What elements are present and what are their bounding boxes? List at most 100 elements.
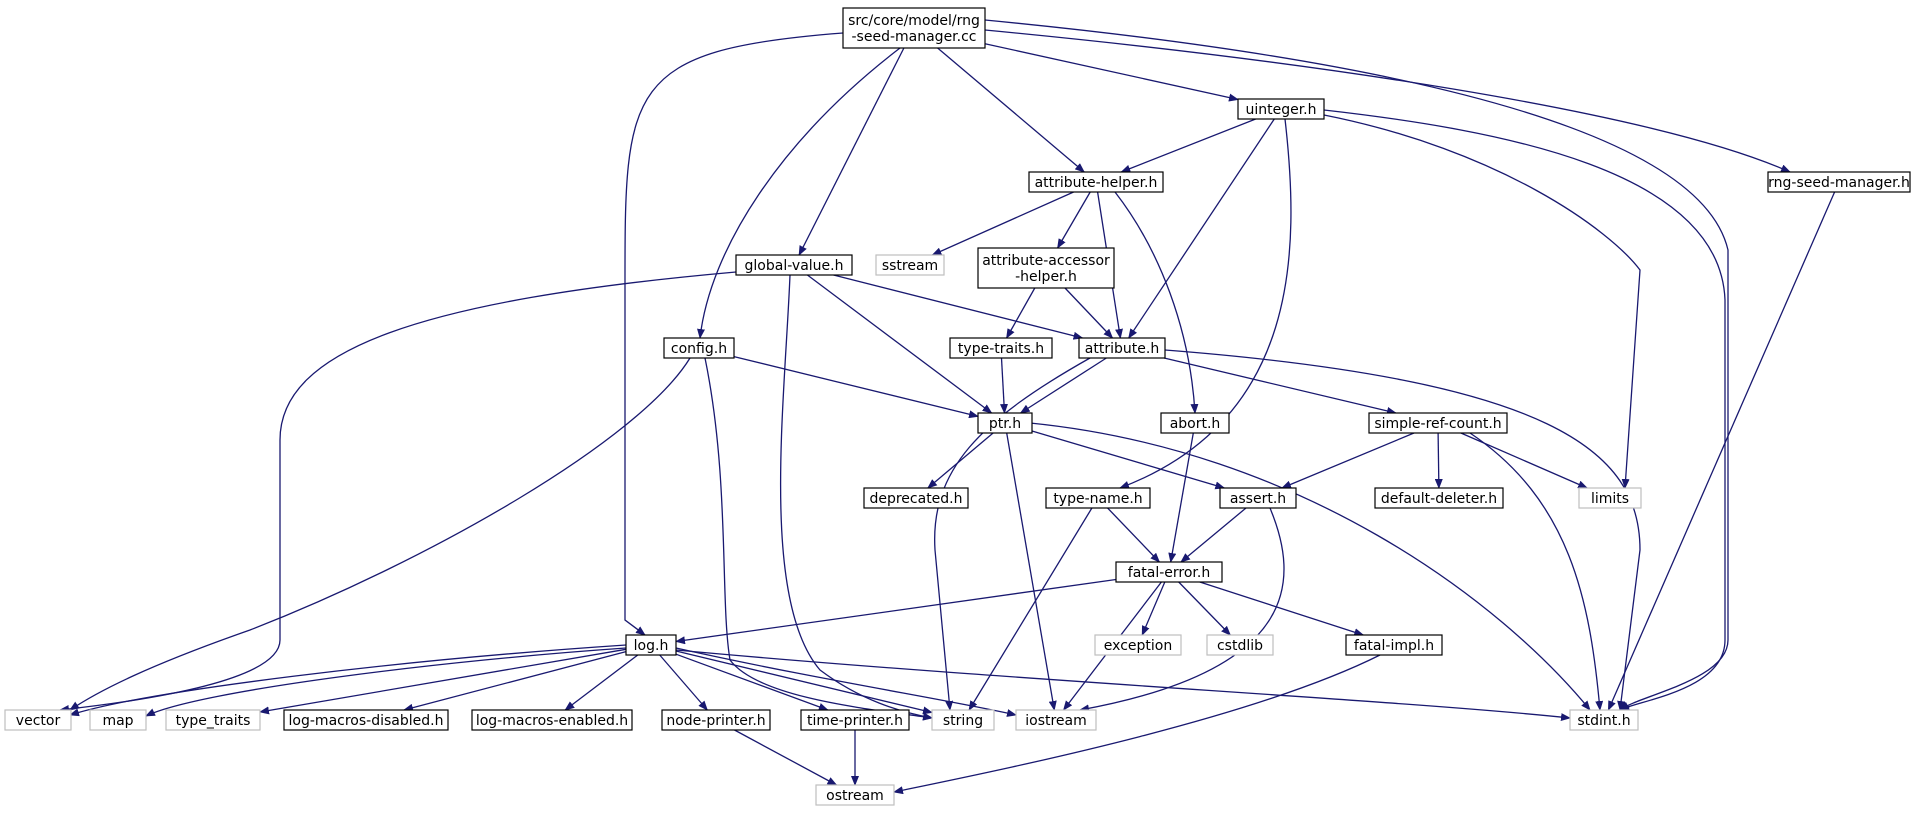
node-rng-seed-manager[interactable]: rng-seed-manager.h	[1767, 171, 1911, 193]
node-log-macros-disabled[interactable]: log-macros-disabled.h	[283, 709, 449, 731]
edge-log-to-log-macros-disabled	[403, 650, 627, 712]
node-box	[1015, 709, 1097, 731]
node-time-printer[interactable]: time-printer.h	[800, 709, 910, 731]
node-global-value[interactable]: global-value.h	[735, 254, 853, 276]
node-box	[4, 709, 72, 731]
edge-type-name-to-string	[968, 507, 1093, 711]
node-label: attribute-accessor	[982, 253, 1110, 269]
node-label: vector	[16, 713, 61, 729]
node-label: stdint.h	[1577, 713, 1630, 729]
node-map: map	[89, 709, 147, 731]
node-box	[977, 412, 1033, 434]
node-log[interactable]: log.h	[625, 634, 677, 656]
node-label: type_traits	[176, 713, 251, 729]
node-box	[800, 709, 910, 731]
node-log-macros-enabled[interactable]: log-macros-enabled.h	[471, 709, 633, 731]
edge-node-printer-to-ostream	[734, 729, 838, 786]
node-box	[1078, 337, 1166, 359]
edge-assert-to-iostream	[1079, 507, 1285, 713]
node-label: limits	[1591, 491, 1629, 507]
nodes-layer: src/core/model/rng-seed-manager.cc uinteg…	[4, 7, 1911, 806]
node-label: assert.h	[1230, 491, 1286, 507]
edge-type-name-to-fatal-error	[1107, 507, 1161, 563]
edge-log-to-time-printer	[675, 653, 829, 711]
node-node-printer[interactable]: node-printer.h	[661, 709, 771, 731]
node-label: ostream	[826, 788, 884, 804]
node-label: log-macros-enabled.h	[476, 713, 628, 729]
edge-root-to-config	[697, 47, 901, 339]
edge-assert-to-fatal-error	[1180, 507, 1247, 563]
node-box	[471, 709, 633, 731]
edge-fatal-error-to-cstdlib	[1178, 581, 1231, 636]
node-box	[1115, 561, 1223, 583]
edge-root-to-global-value	[798, 47, 905, 256]
node-deprecated[interactable]: deprecated.h	[863, 487, 969, 509]
node-label: cstdlib	[1217, 638, 1263, 654]
node-label: src/core/model/rng	[848, 13, 980, 29]
node-box	[1569, 709, 1639, 731]
node-label: log.h	[634, 638, 669, 654]
edge-log-to-string	[675, 650, 933, 715]
node-attribute-accessor-helper[interactable]: attribute-accessor-helper.h	[977, 247, 1115, 289]
edge-ptr-to-stdint	[1029, 422, 1591, 711]
edge-root-to-stdint	[984, 19, 1729, 711]
node-label: abort.h	[1170, 416, 1221, 432]
node-box	[1767, 171, 1911, 193]
node-config[interactable]: config.h	[663, 337, 735, 359]
edge-fatal-impl-to-ostream	[893, 654, 1381, 795]
node-type-traits-h[interactable]: type-traits.h	[949, 337, 1053, 359]
node-type-name[interactable]: type-name.h	[1045, 487, 1151, 509]
node-label: type-traits.h	[958, 341, 1044, 357]
node-box	[875, 254, 945, 276]
node-limits: limits	[1578, 487, 1642, 509]
node-label: rng-seed-manager.h	[1768, 175, 1910, 191]
node-box	[1206, 634, 1274, 656]
edge-uinteger-to-stdint	[1323, 109, 1726, 711]
node-fatal-error[interactable]: fatal-error.h	[1115, 561, 1223, 583]
node-box	[863, 487, 969, 509]
node-cstdlib: cstdlib	[1206, 634, 1274, 656]
node-label: -helper.h	[1015, 269, 1077, 285]
node-assert[interactable]: assert.h	[1219, 487, 1297, 509]
node-label: exception	[1104, 638, 1172, 654]
node-vector: vector	[4, 709, 72, 731]
node-root[interactable]: src/core/model/rng-seed-manager.cc	[842, 7, 986, 49]
node-label: uinteger.h	[1245, 102, 1316, 118]
node-box	[1345, 634, 1443, 656]
node-iostream: iostream	[1015, 709, 1097, 731]
edge-ptr-to-deprecated	[927, 432, 994, 489]
node-label: fatal-error.h	[1128, 565, 1210, 581]
node-label: iostream	[1025, 713, 1087, 729]
node-ptr[interactable]: ptr.h	[977, 412, 1033, 434]
edge-ptr-to-assert	[1031, 430, 1226, 490]
node-box	[1368, 412, 1508, 434]
edge-attribute-accessor-helper-to-type-traits-h	[1006, 287, 1036, 339]
edge-log-to-log-macros-enabled	[564, 654, 639, 711]
node-attribute[interactable]: attribute.h	[1078, 337, 1166, 359]
edge-root-to-rng-seed-manager	[984, 29, 1791, 173]
node-label: default-deleter.h	[1381, 491, 1497, 507]
node-attribute-helper[interactable]: attribute-helper.h	[1028, 171, 1164, 193]
edge-log-to-vector	[69, 644, 627, 717]
node-box	[1219, 487, 1297, 509]
edge-rng-seed-manager-to-stdint	[1607, 191, 1836, 711]
edge-attribute-helper-to-sstream	[931, 191, 1074, 256]
node-exception: exception	[1094, 634, 1182, 656]
edge-attribute-to-simple-ref-count	[1163, 357, 1397, 415]
edge-attribute-accessor-helper-to-attribute	[1064, 287, 1114, 339]
node-box	[949, 337, 1053, 359]
edge-uinteger-to-limits	[1323, 114, 1641, 489]
node-box	[661, 709, 771, 731]
node-label: fatal-impl.h	[1354, 638, 1434, 654]
edge-uinteger-to-type-name	[1119, 118, 1292, 489]
node-label: attribute-helper.h	[1035, 175, 1158, 191]
edge-uinteger-to-attribute-helper	[1120, 118, 1256, 173]
node-fatal-impl[interactable]: fatal-impl.h	[1345, 634, 1443, 656]
node-simple-ref-count[interactable]: simple-ref-count.h	[1368, 412, 1508, 434]
node-uinteger[interactable]: uinteger.h	[1237, 98, 1325, 120]
node-default-deleter[interactable]: default-deleter.h	[1374, 487, 1504, 509]
node-box	[165, 709, 261, 731]
node-ostream: ostream	[815, 784, 895, 806]
node-abort[interactable]: abort.h	[1160, 412, 1230, 434]
node-stdint: stdint.h	[1569, 709, 1639, 731]
